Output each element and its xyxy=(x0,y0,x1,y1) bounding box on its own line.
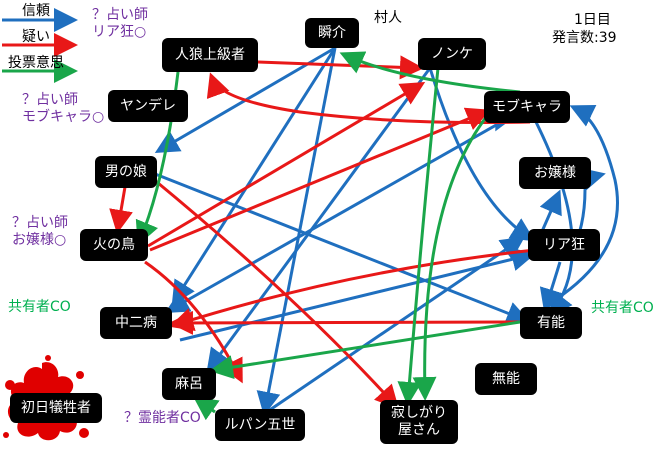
edge-doubt xyxy=(169,248,536,332)
edge-vote xyxy=(339,51,521,94)
node-yuunou[interactable]: 有能 xyxy=(520,307,582,339)
edge-trust xyxy=(164,118,506,313)
day-label: 1日目 xyxy=(574,12,611,28)
edge-vote xyxy=(412,111,492,401)
edge-doubt xyxy=(147,81,426,248)
edge-doubt xyxy=(109,186,133,234)
node-chuunibyou[interactable]: 中二病 xyxy=(100,307,172,339)
edge-trust xyxy=(171,47,337,306)
medium-claim-note: ？霊能者CO xyxy=(124,410,201,426)
edge-vote xyxy=(193,396,220,421)
legend-doubt-label: 疑い xyxy=(22,29,50,45)
edge-doubt xyxy=(169,310,526,335)
edge-trust xyxy=(539,261,563,313)
edge-trust xyxy=(256,47,337,416)
edge-doubt xyxy=(149,107,491,252)
edge-trust xyxy=(179,247,536,342)
node-yandere[interactable]: ヤンデレ xyxy=(108,90,188,122)
edge-vote xyxy=(209,320,521,380)
node-sabishigari-yasan[interactable]: 寂しがり 屋さん xyxy=(380,400,458,444)
node-otokonoko[interactable]: 男の娘 xyxy=(95,156,157,188)
node-mobu-kyara[interactable]: モブキャラ xyxy=(484,91,570,123)
edge-trust xyxy=(254,236,525,422)
edge-doubt xyxy=(151,176,400,410)
post-count-label: 発言数:39 xyxy=(552,30,617,46)
node-shunsuke[interactable]: 瞬介 xyxy=(305,18,359,48)
sharer-claim-note-left: 共有者CO xyxy=(8,299,71,315)
sharer-claim-note-right: 共有者CO xyxy=(591,300,654,316)
edge-doubt xyxy=(206,72,531,125)
edge-trust xyxy=(144,168,531,325)
node-shonichi-giseisha[interactable]: 初日犠牲者 xyxy=(10,393,102,423)
node-nonke[interactable]: ノンケ xyxy=(418,38,486,70)
node-munou[interactable]: 無能 xyxy=(475,363,537,395)
node-lupin-gosei[interactable]: ルパン五世 xyxy=(215,409,305,441)
legend-trust-label: 信頼 xyxy=(22,3,50,19)
node-ojousama[interactable]: お嬢様 xyxy=(519,157,591,189)
edge-trust xyxy=(206,67,432,373)
edge-trust xyxy=(428,67,536,242)
edge-doubt xyxy=(257,55,424,80)
edge-vote xyxy=(397,67,440,406)
edge-trust xyxy=(554,104,619,302)
node-riakyou[interactable]: リア狂 xyxy=(528,229,600,261)
player-role-label: 村人 xyxy=(374,10,402,26)
node-asaro[interactable]: 麻呂 xyxy=(162,368,216,400)
node-hinotori[interactable]: 火の鳥 xyxy=(80,229,148,261)
node-jinro-joukyuusha[interactable]: 人狼上級者 xyxy=(162,38,258,72)
seer-claim-note-mobu: ？占い師 モブキャラ○ xyxy=(22,92,105,125)
seer-claim-note-ojou: ？占い師 お嬢様○ xyxy=(12,215,68,248)
legend-vote-label: 投票意思 xyxy=(8,55,64,71)
seer-claim-note-ria: ？占い師 リア狂○ xyxy=(92,7,148,40)
